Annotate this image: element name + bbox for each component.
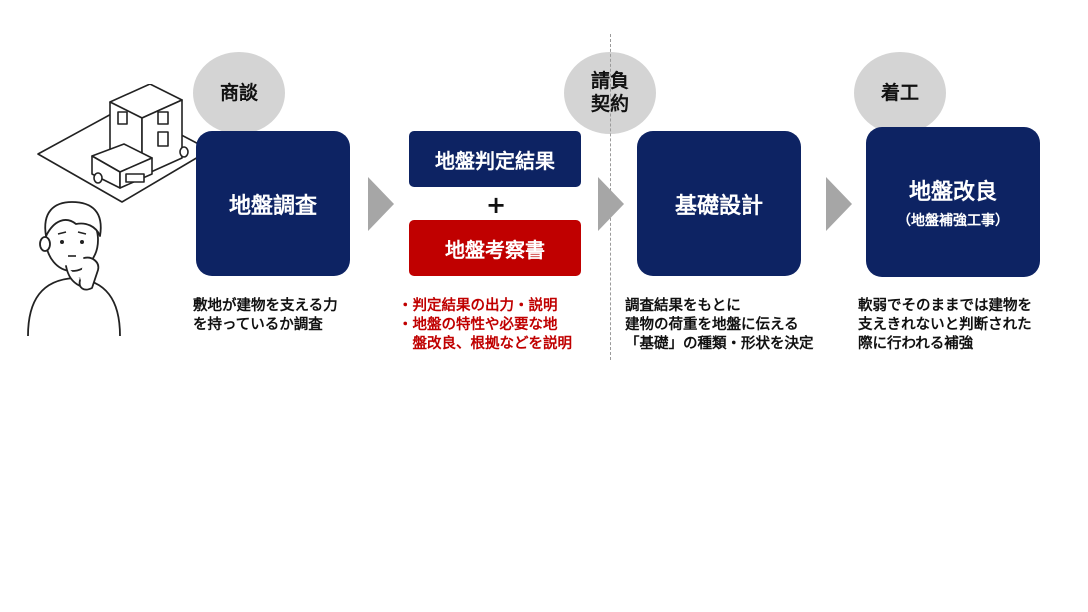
ground-survey-box: 地盤調査 bbox=[196, 131, 350, 276]
design-description-line: 調査結果をもとに bbox=[625, 298, 741, 314]
report-description-line: ・判定結果の出力・説明 bbox=[398, 298, 558, 314]
ground-improvement-label: 地盤改良 bbox=[908, 180, 997, 205]
stage-negotiation-bubble: 商談 bbox=[193, 52, 285, 134]
ground-survey-label: 地盤調査 bbox=[228, 193, 317, 219]
improvement-description-line: 際に行われる補強 bbox=[858, 336, 974, 352]
report-description: ・判定結果の出力・説明 ・地盤の特性や必要な地 盤改良、根拠などを説明 bbox=[398, 297, 572, 354]
improvement-description: 軟弱でそのままでは建物を 支えきれないと判断された 際に行われる補強 bbox=[858, 297, 1032, 354]
improvement-description-line: 支えきれないと判断された bbox=[858, 317, 1032, 333]
thinking-person-illustration bbox=[27, 201, 121, 336]
ground-improvement-sub-label: （地盤補強工事） bbox=[897, 213, 1009, 229]
report-description-line: 盤改良、根拠などを説明 bbox=[398, 336, 572, 352]
stage-construction-start-bubble: 着工 bbox=[854, 52, 946, 134]
survey-description-line: を持っているか調査 bbox=[193, 317, 323, 333]
improvement-description-line: 軟弱でそのままでは建物を bbox=[858, 298, 1032, 314]
survey-description-line: 敷地が建物を支える力 bbox=[193, 298, 338, 314]
house-illustration bbox=[37, 84, 211, 203]
foundation-design-box: 基礎設計 bbox=[637, 131, 801, 276]
ground-improvement-box: 地盤改良 （地盤補強工事） bbox=[866, 127, 1040, 277]
design-description-line: 「基礎」の種類・形状を決定 bbox=[625, 336, 814, 352]
judgment-result-box: 地盤判定結果 bbox=[409, 131, 581, 187]
design-description: 調査結果をもとに 建物の荷重を地盤に伝える 「基礎」の種類・形状を決定 bbox=[625, 297, 814, 354]
chevron-arrow-icon bbox=[598, 177, 624, 231]
design-description-line: 建物の荷重を地盤に伝える bbox=[625, 317, 799, 333]
survey-description: 敷地が建物を支える力 を持っているか調査 bbox=[193, 297, 338, 335]
foundation-design-label: 基礎設計 bbox=[674, 193, 763, 219]
report-description-line: ・地盤の特性や必要な地 bbox=[398, 317, 558, 333]
chevron-arrow-icon bbox=[826, 177, 852, 231]
plus-sign: + bbox=[485, 191, 507, 219]
consideration-report-box: 地盤考察書 bbox=[409, 220, 581, 276]
chevron-arrow-icon bbox=[368, 177, 394, 231]
